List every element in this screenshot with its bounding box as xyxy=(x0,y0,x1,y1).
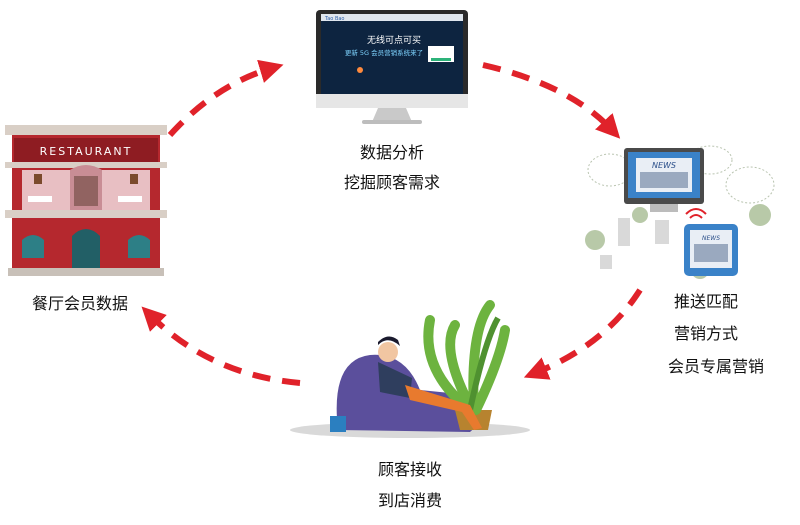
label-top-line-2: 挖掘顾客需求 xyxy=(344,173,440,192)
label-right-line-2: 营销方式 xyxy=(674,324,738,343)
arrow-customer-to-restaurant xyxy=(141,306,301,386)
monitor-headline-2: 更新 5G 会员营销系统来了 xyxy=(345,48,423,57)
arrow-news-to-customer xyxy=(523,288,643,380)
monitor-headline-1: 无线可点可买 xyxy=(367,34,421,46)
label-bottom-line-1: 顾客接收 xyxy=(378,460,442,479)
customer-on-sofa-illustration xyxy=(290,300,530,438)
cycle-arrows xyxy=(141,59,643,386)
monitor-illustration: Tao Bao 无线可点可买 更新 5G 会员营销系统来了 xyxy=(316,10,468,124)
news-city-illustration: NEWS NEWS xyxy=(585,145,775,279)
arrow-restaurant-to-monitor xyxy=(167,59,284,138)
monitor-brand: Tao Bao xyxy=(324,16,345,22)
restaurant-building-illustration: RESTAURANT xyxy=(5,125,167,276)
label-top-line-1: 数据分析 xyxy=(360,143,424,162)
label-right-line-3: 会员专属营销 xyxy=(668,357,764,376)
label-bottom-line-2: 到店消费 xyxy=(378,491,442,510)
step-labels: 数据分析 挖掘顾客需求 推送匹配 营销方式 会员专属营销 顾客接收 到店消费 餐… xyxy=(32,143,764,510)
label-right-line-1: 推送匹配 xyxy=(674,292,738,311)
restaurant-sign: RESTAURANT xyxy=(40,145,133,158)
news-sign: NEWS xyxy=(652,161,676,170)
arrow-monitor-to-news xyxy=(482,62,621,139)
label-left-line-1: 餐厅会员数据 xyxy=(32,294,128,313)
wifi-icon xyxy=(685,208,707,219)
tablet-news-sign: NEWS xyxy=(702,235,720,242)
